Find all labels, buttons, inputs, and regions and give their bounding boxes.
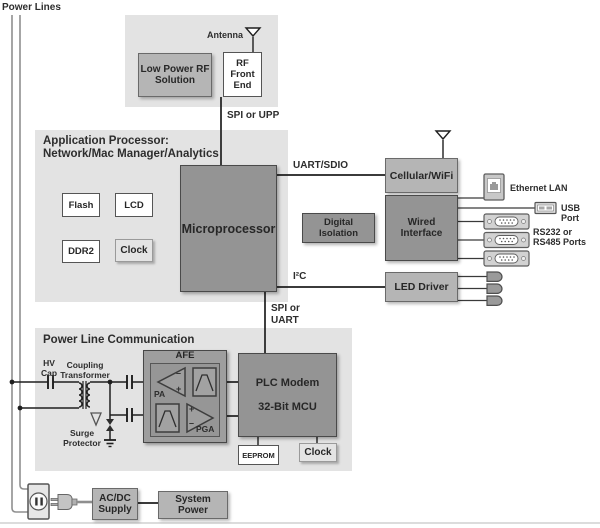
rf-front-end-block: RF Front End — [223, 52, 262, 97]
peripheral-stubs — [458, 197, 535, 302]
pa-amplifier-icon — [156, 366, 186, 398]
led-driver-label: LED Driver — [394, 281, 449, 293]
hv-cap-label: HV Cap — [40, 358, 58, 378]
system-power-label: System Power — [175, 494, 211, 516]
flash-block: Flash — [62, 193, 100, 217]
db9-connector-icon — [483, 213, 530, 230]
signal-buses — [138, 97, 385, 504]
clock-block-app: Clock — [115, 239, 153, 262]
pga-amplifier-icon — [186, 402, 215, 434]
uart-sdio-label: UART/SDIO — [293, 160, 348, 171]
bottom-border — [0, 522, 600, 524]
system-power-block: System Power — [158, 491, 228, 519]
filter-icon — [192, 367, 217, 397]
led-icon — [486, 295, 503, 306]
ddr2-block: DDR2 — [62, 240, 100, 263]
antenna-label: Antenna — [207, 30, 243, 40]
surge-protector-label: Surge Protector — [63, 428, 101, 448]
wired-interface-block: Wired Interface — [385, 195, 458, 261]
led-icon — [486, 271, 503, 282]
spi-uart-label: SPI or UART — [271, 303, 300, 326]
pa-label: PA — [154, 389, 166, 399]
acdc-supply-block: AC/DC Supply — [92, 488, 138, 520]
antenna-icon — [244, 27, 262, 52]
bandpass-symbol — [158, 410, 177, 428]
ethernet-lan-label: Ethernet LAN — [510, 183, 568, 193]
pa-plus-sign: + — [176, 384, 182, 394]
cellular-wifi-block: Cellular/WiFi — [385, 158, 458, 193]
lcd-label: LCD — [124, 199, 144, 211]
wired-interface-label: Wired Interface — [400, 217, 443, 239]
pga-plus-sign: + — [189, 404, 195, 414]
mcu-label: 32-Bit MCU — [258, 401, 317, 413]
wall-outlet-icon — [27, 483, 50, 520]
led-icon — [486, 283, 503, 294]
ddr2-label: DDR2 — [68, 246, 94, 257]
spi-upp-label: SPI or UPP — [227, 110, 280, 121]
db9-connector-icon — [483, 231, 530, 249]
digital-isolation-block: Digital Isolation — [302, 213, 375, 243]
power-plug-icon — [50, 494, 92, 510]
eeprom-label: EEPROM — [242, 450, 275, 460]
acdc-supply-label: AC/DC Supply — [98, 493, 132, 515]
transformer-primary-coil — [78, 382, 83, 408]
coupling-circuit — [12, 375, 143, 448]
clock-plc-label: Clock — [304, 447, 332, 458]
cellular-antenna-icon — [434, 130, 452, 158]
db9-connector-icon — [483, 250, 530, 267]
power-lines-wires — [11, 15, 28, 513]
bandpass-symbol — [195, 374, 214, 392]
eeprom-block: EEPROM — [238, 445, 279, 465]
usb-port-icon — [534, 201, 557, 215]
low-power-rf-label: Low Power RF Solution — [140, 64, 210, 86]
digital-isolation-label: Digital Isolation — [318, 217, 359, 239]
plc-modem-block: PLC Modem 32-Bit MCU — [238, 353, 337, 437]
pga-minus-sign: – — [189, 418, 195, 428]
rf-front-end-label: RF Front End — [230, 58, 255, 91]
plc-modem-label: PLC Modem — [255, 377, 320, 389]
microprocessor-block: Microprocessor — [180, 165, 277, 292]
surge-protector-symbol — [106, 419, 114, 431]
power-lines-label: Power Lines — [2, 2, 61, 13]
lcd-block: LCD — [115, 193, 153, 217]
clock-block-plc: Clock — [299, 443, 337, 462]
pa-minus-sign: – — [176, 368, 182, 378]
i2c-label: I²C — [293, 271, 307, 282]
transformer-secondary-coil — [86, 382, 91, 408]
db9-connector-icons — [483, 213, 530, 267]
clock-label: Clock — [120, 245, 148, 256]
serial-ports-label: RS232 or RS485 Ports — [533, 227, 587, 248]
application-processor-section-title: Application Processor: Network/Mac Manag… — [43, 135, 219, 161]
low-power-rf-block: Low Power RF Solution — [138, 53, 212, 97]
junction-dots — [9, 379, 113, 411]
usb-port-label: USB Port — [561, 203, 581, 224]
microprocessor-label: Microprocessor — [181, 221, 276, 236]
afe-label: AFE — [175, 350, 195, 361]
coupling-transformer-label: Coupling Transformer — [60, 360, 110, 380]
led-driver-block: LED Driver — [385, 272, 458, 302]
flash-label: Flash — [68, 199, 94, 211]
down-arrow-symbol — [90, 412, 102, 427]
power-line-communication-section-title: Power Line Communication — [43, 334, 195, 346]
pga-label: PGA — [196, 424, 215, 434]
cellular-wifi-label: Cellular/WiFi — [389, 169, 454, 182]
filter-icon — [155, 403, 180, 433]
ethernet-jack-icon — [483, 173, 505, 201]
led-icons — [486, 271, 503, 306]
